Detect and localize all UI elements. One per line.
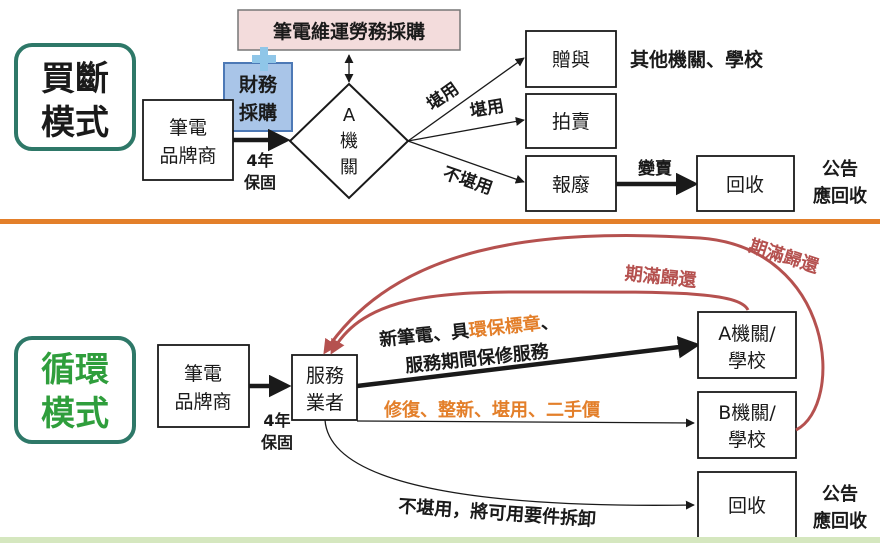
maintenance-procurement-label: 筆電維運勞務採購 <box>273 20 425 43</box>
arrow-to-gift <box>407 57 525 142</box>
bottom-bar <box>0 537 880 543</box>
scrap-box: 報廢 <box>525 155 617 212</box>
auction-box: 拍賣 <box>525 93 617 149</box>
circular-mode-line1: 循環 <box>41 350 109 390</box>
gift-label: 贈與 <box>552 49 590 71</box>
top-vendor-box: 筆電 品牌商 <box>142 99 234 181</box>
gift-targets-label: 其他機關、學校 <box>630 48 764 71</box>
bottom-warranty-line2: 保固 <box>260 433 293 452</box>
agency-a-box-line2: 學校 <box>728 350 766 372</box>
circular-mode-line2: 模式 <box>41 394 109 434</box>
bottom-vendor-line2: 品牌商 <box>174 391 231 413</box>
service-provider-line1: 服務 <box>306 365 344 387</box>
buyout-mode-line2: 模式 <box>41 103 109 143</box>
return-arrow-inner <box>330 290 750 355</box>
buyout-mode-label: 買斷 模式 <box>14 43 136 151</box>
buyout-mode-line1: 買斷 <box>41 59 109 99</box>
agency-a-line1: A <box>343 105 356 126</box>
sell-label: 變賣 <box>638 158 673 179</box>
unusable-label: 不堪用 <box>440 163 495 199</box>
bottom-recycle-label: 回收 <box>728 495 766 517</box>
auction-label: 拍賣 <box>552 111 590 133</box>
scrap-label: 報廢 <box>552 174 590 196</box>
agency-a-line2: 機 <box>340 131 358 152</box>
top-notice-line1: 公告 <box>822 158 858 180</box>
circular-mode-label: 循環 模式 <box>14 336 136 444</box>
bottom-vendor-box: 筆電 品牌商 <box>157 344 250 428</box>
arrow-to-scrap <box>407 140 525 184</box>
bottom-notice-line1: 公告 <box>822 483 858 505</box>
maintenance-procurement-box: 筆電維運勞務採購 <box>237 9 461 51</box>
provider-agency-b-arrow <box>356 418 695 428</box>
refurb-label: 修復、整新、堪用、二手價 <box>383 399 601 421</box>
return-label-inner: 期滿歸還 <box>624 262 699 292</box>
top-recycle-label: 回收 <box>726 174 764 196</box>
bottom-recycle-box: 回收 <box>697 471 797 539</box>
service-provider-box: 服務 業者 <box>291 354 358 421</box>
agency-b-box-line1: B機關/ <box>718 402 776 424</box>
agency-a-line3: 關 <box>340 157 358 178</box>
return-arrow-outer <box>323 234 825 432</box>
finance-procurement-box: 財務 採購 <box>223 62 293 132</box>
top-warranty-line2: 保固 <box>243 173 276 192</box>
agency-b-box-line2: 學校 <box>728 429 766 451</box>
bottom-section: 循環 模式 筆電 品牌商 4年 保固 服務 業者 新筆電、具環保標章、 服務期間… <box>14 234 867 539</box>
finance-procurement-line1: 財務 <box>239 73 278 96</box>
top-warranty-line1: 4年 <box>246 151 273 170</box>
service-provider-line2: 業者 <box>306 392 344 414</box>
top-recycle-box: 回收 <box>696 155 795 212</box>
bottom-warranty-line1: 4年 <box>263 411 290 430</box>
section-divider <box>0 219 880 224</box>
top-vendor-line1: 筆電 <box>169 117 207 139</box>
agency-b-box: B機關/ 學校 <box>697 391 797 459</box>
top-vendor-line2: 品牌商 <box>159 145 216 167</box>
gift-box: 贈與 <box>525 30 617 88</box>
top-section: 買斷 模式 筆電維運勞務採購 財務 採購 筆電 品牌商 4年 <box>14 9 867 212</box>
provider-agency-a-arrow <box>356 335 701 389</box>
unusable-dismantle-label: 不堪用，將可用要件拆卸 <box>398 495 597 531</box>
agency-a-box-line1: A機關/ <box>718 323 776 345</box>
bottom-notice-line2: 應回收 <box>813 510 867 532</box>
usable-label-1: 堪用 <box>423 78 463 115</box>
plus-icon <box>252 47 276 71</box>
usable-label-2: 堪用 <box>468 95 505 122</box>
arrow-to-auction <box>407 116 525 142</box>
top-notice-line2: 應回收 <box>813 185 867 207</box>
finance-procurement-line2: 採購 <box>239 101 277 124</box>
provider-recycle-arrow <box>324 419 695 510</box>
bottom-vendor-line1: 筆電 <box>184 363 222 385</box>
agency-a-box: A機關/ 學校 <box>697 311 797 379</box>
agency-a-diamond: A 機 關 <box>288 82 410 200</box>
